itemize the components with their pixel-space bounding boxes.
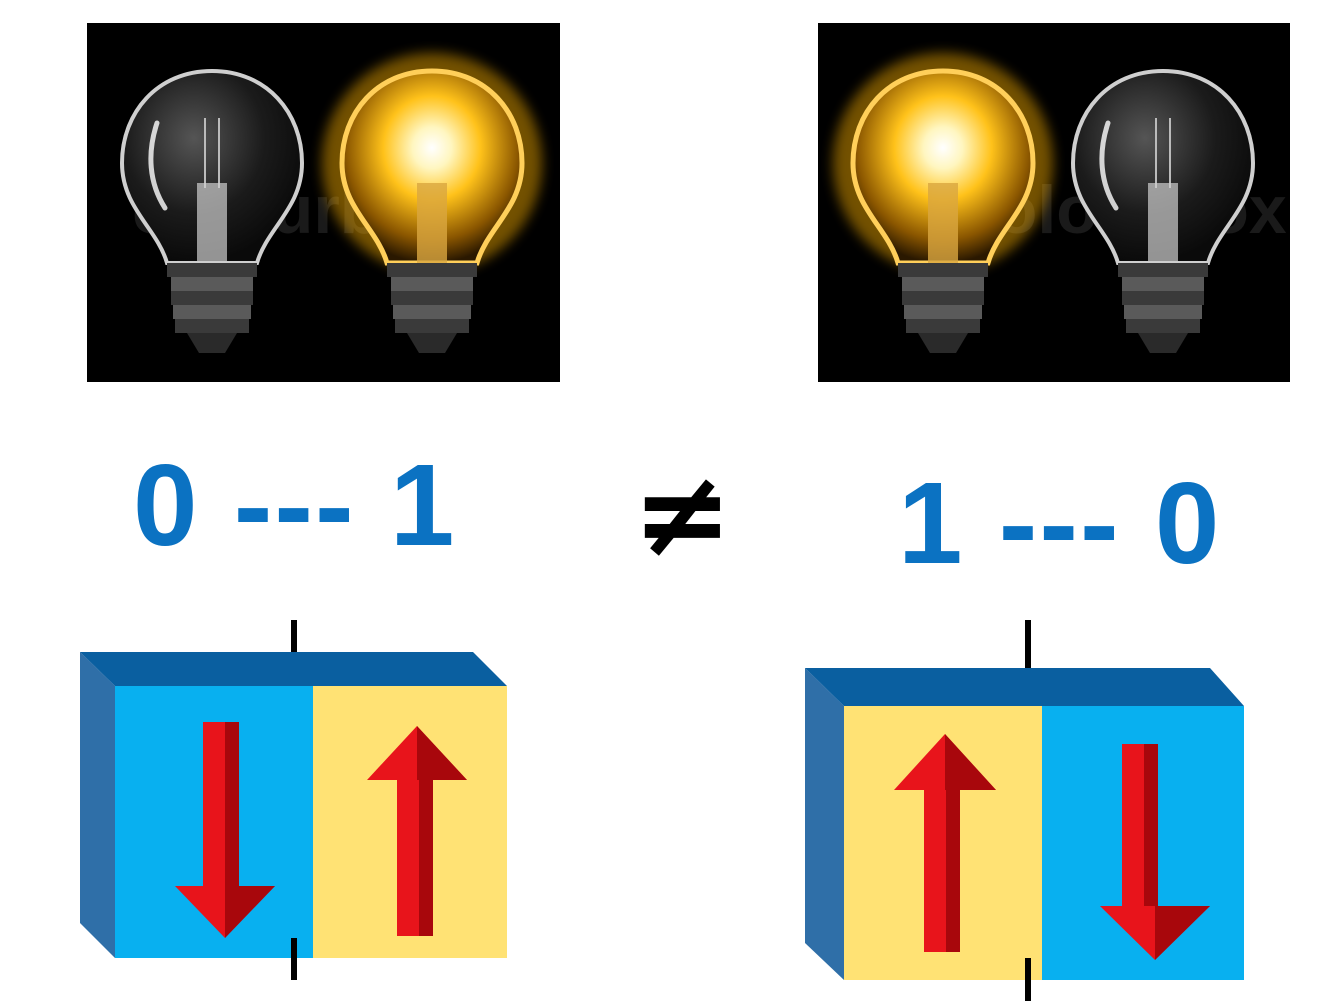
left-state-label: 0 --- 1 (133, 440, 457, 570)
spin-down-arrow-icon (175, 722, 275, 938)
bulb-on-icon (322, 53, 542, 353)
right-state-label: 1 --- 0 (898, 458, 1222, 588)
block-side-face (805, 668, 844, 980)
spin-up-arrow-icon (367, 726, 467, 936)
domain-block-left (80, 620, 507, 980)
bulbs-photo-right: colourbox (818, 23, 1290, 382)
bulb-off-icon (119, 68, 305, 353)
not-equal-symbol: ≠ (632, 445, 733, 584)
spin-up-arrow-icon (894, 734, 996, 952)
bulbs-illustration-right: colourbox (833, 53, 1287, 353)
bulbs-photo-left: colourbox (87, 23, 560, 382)
bulb-on-icon (833, 53, 1053, 353)
block-side-face (80, 652, 115, 958)
domain-block-right (805, 620, 1244, 1001)
block-top-face (805, 668, 1244, 706)
block-top-face (80, 652, 507, 686)
bulb-off-icon (1070, 68, 1256, 353)
bulbs-illustration-left: colourbox (119, 53, 542, 353)
spin-down-arrow-icon (1100, 744, 1210, 960)
